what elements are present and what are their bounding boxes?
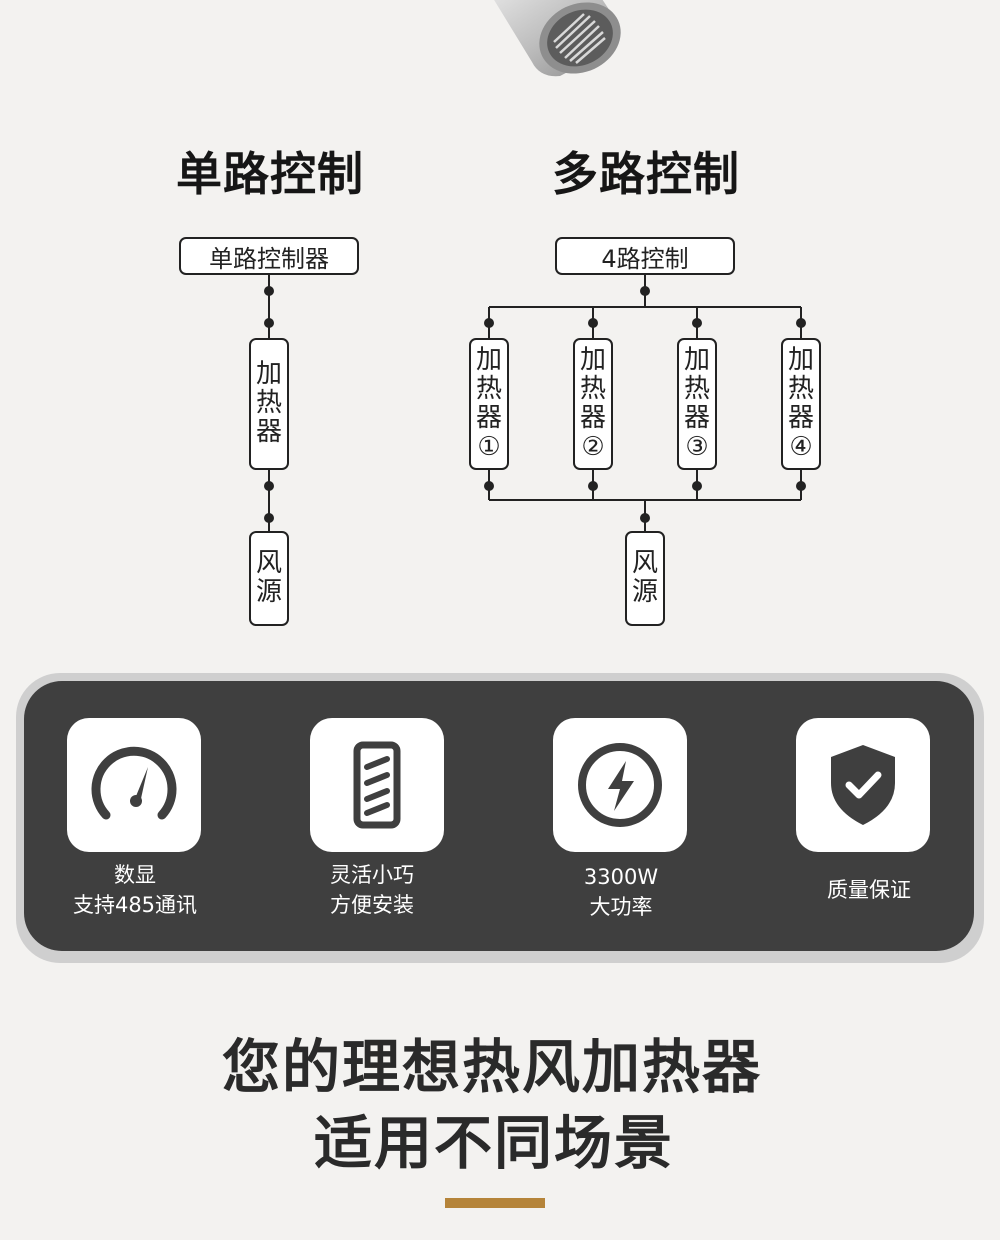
slogan-line-1: 您的理想热风加热器	[221, 1033, 762, 1101]
single-heater-char: 热	[255, 388, 282, 418]
heater-char: 加	[475, 345, 502, 375]
heater-char: 热	[787, 374, 814, 404]
feature-card-display	[67, 718, 201, 852]
feature-label-compact: 灵活小巧 方便安装	[272, 860, 472, 920]
multi-fan-box: 风 源	[625, 531, 665, 626]
heater-product-image	[494, 0, 621, 77]
accent-divider	[445, 1198, 545, 1208]
feature-label-power: 3300W 大功率	[521, 862, 721, 922]
multi-heater-box-4: 加 热 器 ④	[781, 338, 821, 470]
multi-heater-box-2: 加 热 器 ②	[573, 338, 613, 470]
single-control-title: 单路控制	[176, 147, 364, 201]
single-heater-char: 加	[255, 359, 282, 389]
feature-card-compact	[310, 718, 444, 852]
single-heater-box: 加 热 器	[249, 338, 289, 470]
compact-device-icon	[353, 741, 401, 829]
slogan-line-2: 适用不同场景	[313, 1109, 674, 1177]
feature-line: 方便安装	[330, 893, 414, 917]
feature-line: 3300W	[583, 865, 659, 889]
lightning-power-icon	[578, 743, 662, 827]
heater-char: 加	[787, 345, 814, 375]
feature-line: 数显	[114, 863, 156, 887]
gauge-icon	[91, 746, 177, 820]
feature-card-quality	[796, 718, 930, 852]
heater-char: 器	[787, 403, 814, 433]
multi-controller-label: 4路控制	[601, 244, 689, 273]
heater-number: ①	[477, 432, 501, 462]
multi-fan-char: 风	[631, 548, 658, 578]
connection-lines	[264, 275, 806, 532]
shield-check-icon	[831, 745, 895, 825]
heater-char: 热	[683, 374, 710, 404]
multi-heater-box-1: 加 热 器 ①	[469, 338, 509, 470]
feature-label-quality: 质量保证	[769, 875, 969, 905]
heater-char: 加	[579, 345, 606, 375]
multi-fan-char: 源	[631, 577, 658, 607]
heater-number: ③	[685, 432, 709, 462]
single-fan-box: 风 源	[249, 531, 289, 626]
feature-card-power	[553, 718, 687, 852]
feature-line: 支持485通讯	[72, 893, 198, 917]
multi-controller-box: 4路控制	[555, 237, 735, 275]
single-heater-char: 器	[255, 417, 282, 447]
heater-number: ②	[581, 432, 605, 462]
single-controller-label: 单路控制器	[209, 244, 329, 273]
heater-char: 热	[475, 374, 502, 404]
feature-line: 大功率	[589, 895, 653, 919]
multi-control-title: 多路控制	[552, 147, 740, 201]
feature-line: 质量保证	[827, 878, 911, 902]
single-controller-box: 单路控制器	[179, 237, 359, 275]
feature-line: 灵活小巧	[330, 863, 414, 887]
heater-char: 加	[683, 345, 710, 375]
heater-char: 热	[579, 374, 606, 404]
heater-char: 器	[475, 403, 502, 433]
heater-number: ④	[789, 432, 813, 462]
heater-char: 器	[579, 403, 606, 433]
feature-label-display: 数显 支持485通讯	[35, 860, 235, 920]
heater-char: 器	[683, 403, 710, 433]
multi-heater-box-3: 加 热 器 ③	[677, 338, 717, 470]
single-fan-char: 风	[255, 548, 282, 578]
single-fan-char: 源	[255, 577, 282, 607]
